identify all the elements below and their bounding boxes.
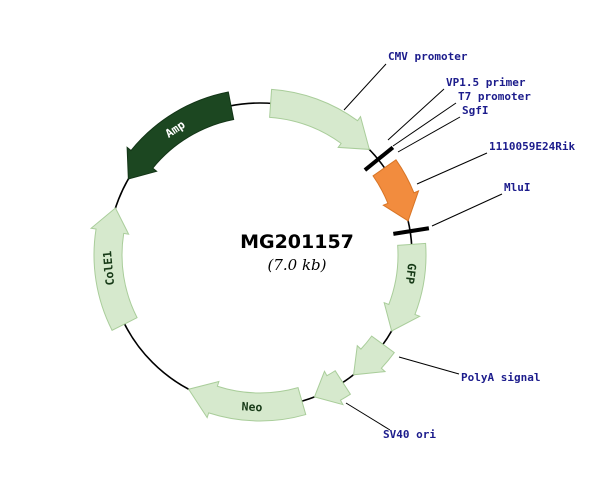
callout-label-cmv-promoter: CMV promoter <box>388 50 468 63</box>
feature-arrow-amp <box>126 91 235 180</box>
callout-label-t7-promoter: T7 promoter <box>458 90 531 103</box>
feature-band-label-gfp: GFP <box>403 262 419 284</box>
callout-line-vp1-5-primer <box>387 88 445 141</box>
feature-arrow-gfp <box>383 242 427 332</box>
feature-arrow-polya-signal <box>353 335 395 376</box>
callout-line-mlui <box>431 193 503 227</box>
feature-arrow-sv40-ori <box>313 370 352 406</box>
callout-label-sv40-ori: SV40 ori <box>383 428 436 441</box>
feature-arrow-cmv-promoter <box>269 88 371 150</box>
callout-label-sgfi: SgfI <box>462 104 489 117</box>
callout-line-polya-signal <box>398 356 460 375</box>
callout-label-mlui: MluI <box>504 181 531 194</box>
feature-arrow-1110059e24rik <box>372 159 420 222</box>
plasmid-size-label: (7.0 kb) <box>267 256 326 274</box>
callout-line-cmv-promoter <box>343 63 387 111</box>
feature-arrow-neo <box>187 380 307 422</box>
site-tick-sgfi <box>363 145 395 172</box>
site-tick-mlui <box>393 226 430 236</box>
callout-line-1110059e24rik <box>416 152 488 185</box>
callout-line-t7-promoter <box>392 102 457 147</box>
callout-label-polya-signal: PolyA signal <box>461 371 540 384</box>
callout-line-sv40-ori <box>345 402 391 431</box>
callout-line-sgfi <box>397 116 461 153</box>
callout-label-vp1-5-primer: VP1.5 primer <box>446 76 526 89</box>
plasmid-title: MG201157 <box>240 231 354 253</box>
feature-arrow-cole1 <box>89 207 138 332</box>
feature-band-label-cole1: ColE1 <box>100 250 117 286</box>
feature-band-label-neo: Neo <box>241 399 263 414</box>
callout-label-1110059e24rik: 1110059E24Rik <box>489 140 575 153</box>
